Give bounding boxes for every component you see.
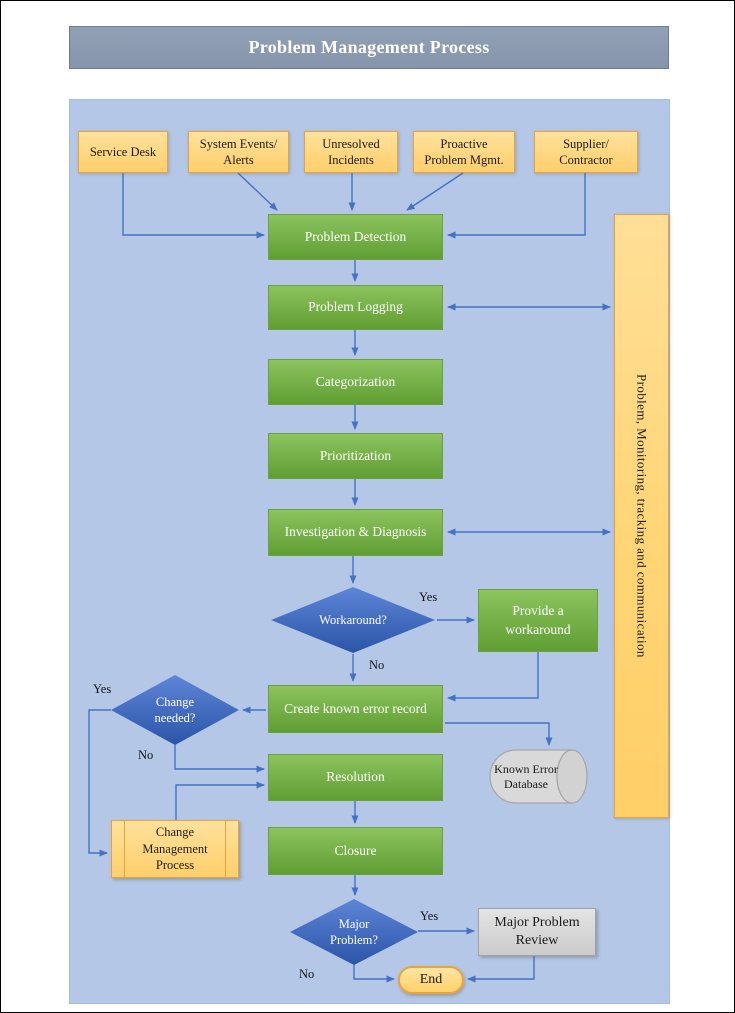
step-label: Problem Detection	[304, 228, 407, 244]
branch-label-change-no: No	[138, 748, 154, 762]
monitoring-sidebar: Problem, Monitoring, tracking and commun…	[614, 214, 669, 818]
database-label: Known Error Database	[494, 761, 558, 791]
review-label: Major Problem Review	[494, 914, 580, 948]
step-label: Investigation & Diagnosis	[284, 524, 427, 540]
major-problem-review-box: Major Problem Review	[478, 908, 596, 956]
step-provide-workaround: Provide a workaround	[478, 589, 598, 652]
end-terminator: End	[398, 966, 464, 994]
step-closure: Closure	[268, 827, 443, 875]
source-label: Service Desk	[89, 144, 157, 159]
branch-label-workaround-yes: Yes	[419, 590, 438, 604]
branch-label-major-yes: Yes	[420, 909, 439, 923]
monitoring-sidebar-label: Problem, Monitoring, tracking and commun…	[634, 374, 650, 658]
step-resolution: Resolution	[268, 754, 443, 801]
source-label: Supplier/ Contractor	[559, 136, 613, 167]
step-label: Categorization	[315, 373, 396, 389]
step-label: Problem Logging	[308, 299, 403, 315]
end-label: End	[419, 972, 443, 987]
decision-label: Workaround?	[319, 612, 387, 627]
decision-label: Change needed?	[154, 694, 196, 725]
step-label: Prioritization	[319, 447, 392, 463]
source-unresolved-incidents: Unresolved Incidents	[304, 131, 398, 173]
branch-label-major-no: No	[299, 967, 315, 981]
source-label: Unresolved Incidents	[322, 136, 380, 167]
database-cylinder-icon	[489, 749, 588, 804]
source-label: Proactive Problem Mgmt.	[424, 136, 504, 167]
subprocess-change-management: Change Management Process	[111, 820, 239, 878]
step-problem-detection: Problem Detection	[268, 214, 443, 260]
step-create-known-error-record: Create known error record	[268, 685, 443, 733]
source-supplier-contractor: Supplier/ Contractor	[534, 131, 638, 173]
title-bar: Problem Management Process	[69, 26, 669, 69]
known-error-database: Known Error Database	[489, 749, 588, 804]
subprocess-label: Change Management Process	[142, 824, 208, 873]
step-label: Create known error record	[284, 700, 427, 716]
decision-label: Major Problem?	[330, 916, 378, 947]
step-label: Closure	[334, 842, 377, 858]
step-categorization: Categorization	[268, 359, 443, 405]
step-label: Resolution	[326, 769, 385, 785]
step-label: Provide a workaround	[505, 603, 571, 637]
step-investigation-diagnosis: Investigation & Diagnosis	[268, 509, 443, 556]
branch-label-workaround-no: No	[369, 658, 385, 672]
subprocess-side-bar	[124, 821, 125, 877]
source-service-desk: Service Desk	[78, 131, 168, 173]
source-proactive-problem-mgmt: Proactive Problem Mgmt.	[413, 131, 515, 173]
page-title: Problem Management Process	[248, 37, 490, 57]
step-problem-logging: Problem Logging	[268, 285, 443, 330]
step-prioritization: Prioritization	[268, 433, 443, 479]
branch-label-change-yes: Yes	[93, 682, 112, 696]
subprocess-side-bar	[225, 821, 226, 877]
source-system-events: System Events/ Alerts	[188, 131, 289, 173]
source-label: System Events/ Alerts	[199, 136, 278, 167]
